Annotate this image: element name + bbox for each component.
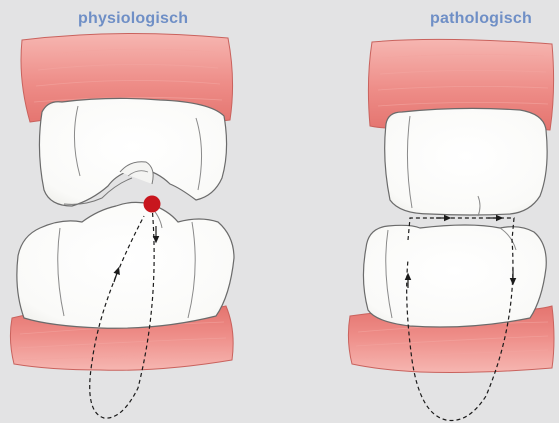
lower-tooth-left	[17, 202, 234, 328]
pathological-scene	[348, 39, 554, 420]
physiological-scene	[10, 33, 234, 418]
contact-point	[144, 196, 161, 213]
